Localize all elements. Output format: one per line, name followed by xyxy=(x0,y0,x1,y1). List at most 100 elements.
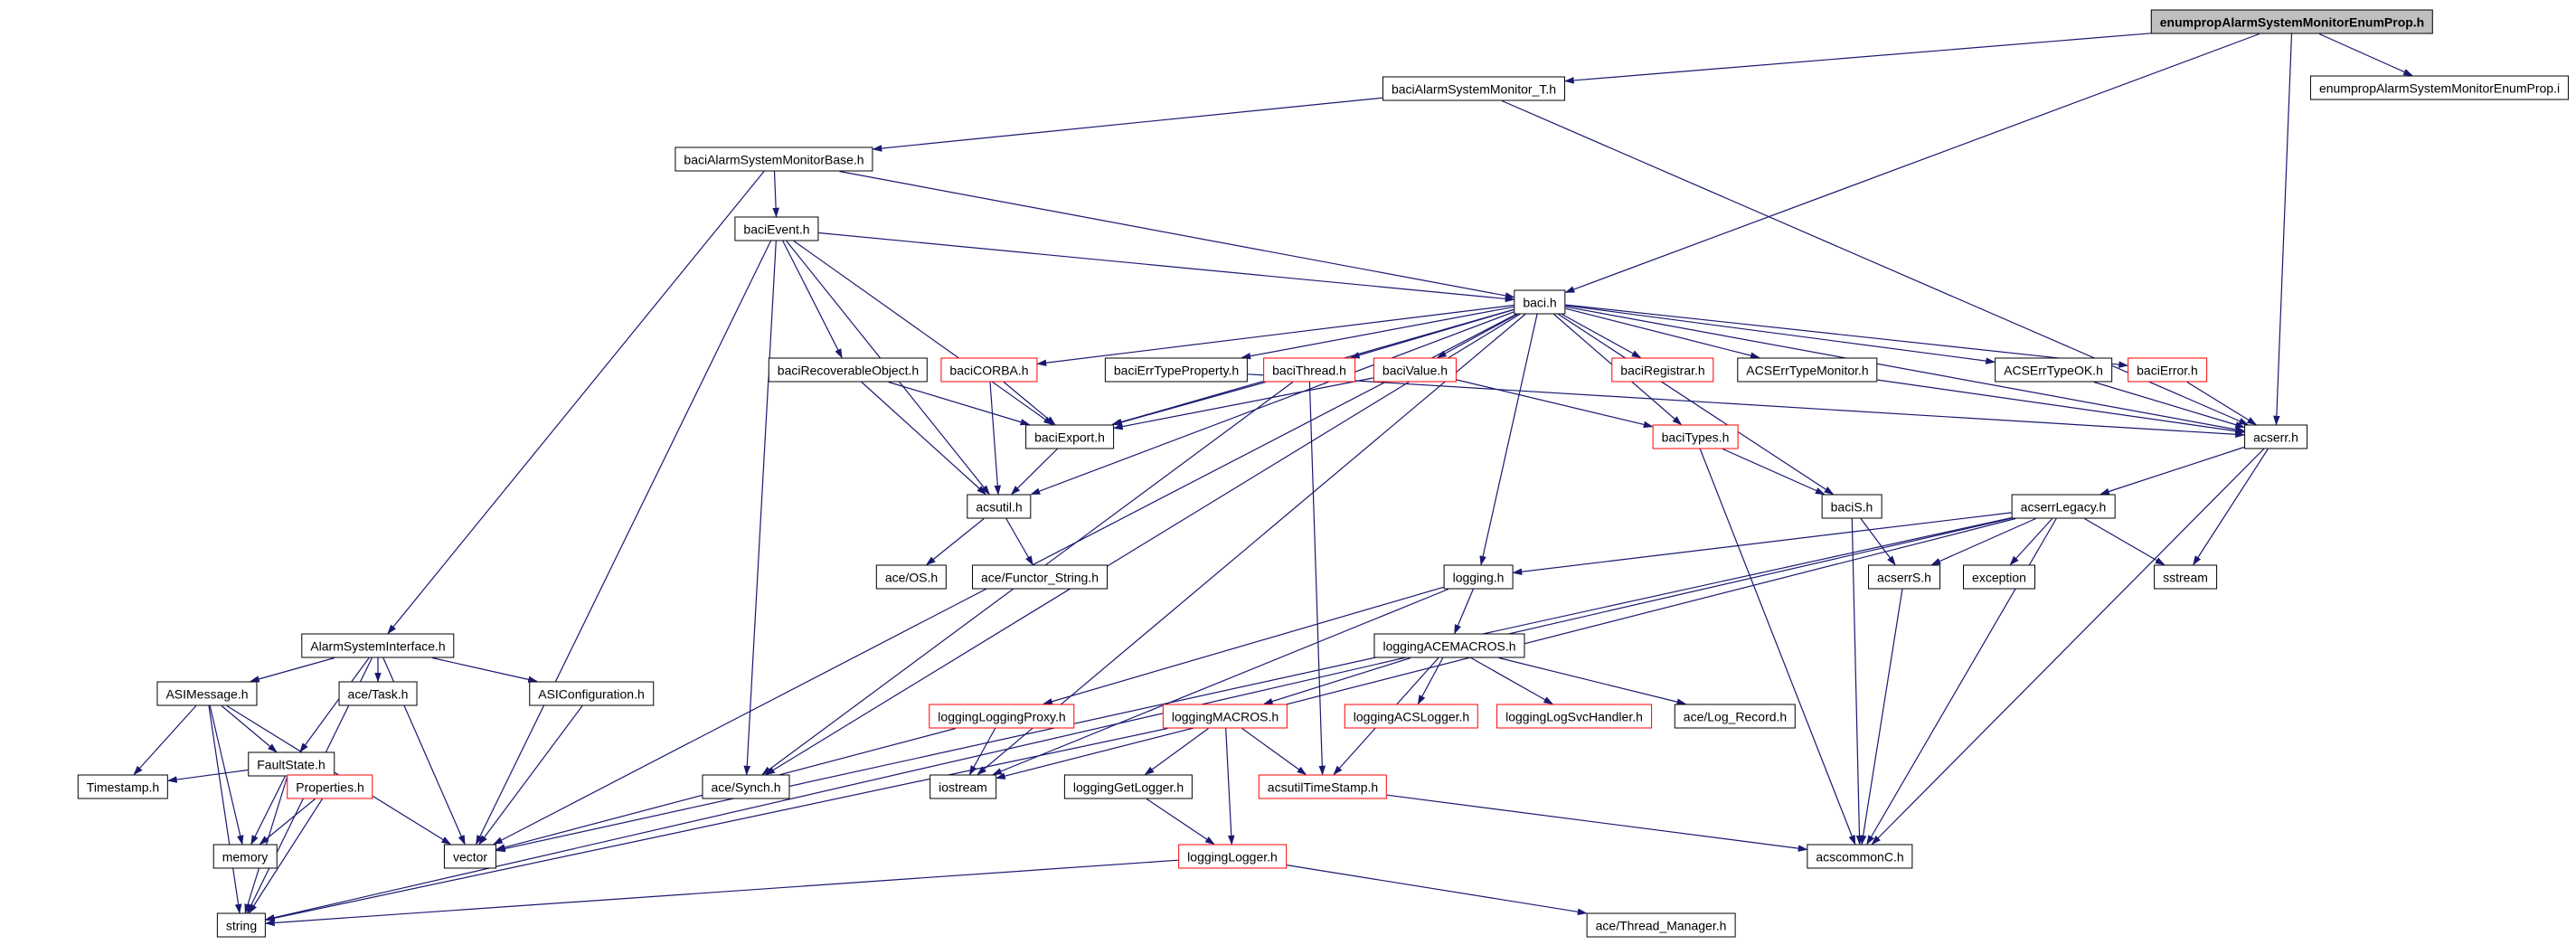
graph-node-ace-task-h[interactable]: ace/Task.h xyxy=(338,681,418,706)
include-edge-baci-recoverable-object-h-to-acsutil-h xyxy=(861,382,986,496)
include-edge-logging-logger-h-to-ace-thread-manager-h xyxy=(1286,865,1588,915)
graph-node-alarm-system-interface-h[interactable]: AlarmSystemInterface.h xyxy=(301,633,455,658)
include-edge-baci-event-h-to-baci-recoverable-object-h xyxy=(782,241,843,359)
include-edge-baci-h-to-baci-s-h xyxy=(1558,313,1835,496)
include-edge-acsutil-time-stamp-h-to-acscommon-c-h xyxy=(1386,794,1808,852)
graph-node-logging-h[interactable]: logging.h xyxy=(1443,564,1514,590)
include-edge-baci-h-to-acserr-type-ok-h xyxy=(1565,305,1996,364)
graph-node-baci-err-type-property-h[interactable]: baciErrTypeProperty.h xyxy=(1104,357,1249,383)
include-edge-acserr-s-h-to-acscommon-c-h xyxy=(1859,589,1903,846)
include-edge-logging-acemacros-h-to-ace-log-record-h xyxy=(1498,657,1687,705)
include-edge-baci-s-h-to-acserr-s-h xyxy=(1860,518,1896,566)
include-edge-acserr-legacy-h-to-acserr-s-h xyxy=(1930,517,2036,566)
include-edge-acserr-h-to-sstream xyxy=(2193,449,2269,566)
include-edge-asi-message-h-to-string xyxy=(208,705,242,914)
graph-node-baci-export-h[interactable]: baciExport.h xyxy=(1025,424,1114,449)
include-edge-acserr-h-to-acscommon-c-h xyxy=(1871,449,2265,846)
include-edge-logging-logging-proxy-h-to-iostream xyxy=(968,728,996,776)
include-edge-properties-h-to-memory xyxy=(259,799,316,846)
graph-node-baci-corba-h[interactable]: baciCORBA.h xyxy=(940,357,1038,383)
graph-node-logging-macros-h[interactable]: loggingMACROS.h xyxy=(1162,704,1288,729)
include-edge-logging-get-logger-h-to-logging-logger-h xyxy=(1146,799,1215,846)
include-edge-alarm-system-interface-h-to-asi-message-h xyxy=(250,657,335,683)
graph-node-ace-log-record-h[interactable]: ace/Log_Record.h xyxy=(1674,704,1797,729)
graph-node-monitor-base-h[interactable]: baciAlarmSystemMonitorBase.h xyxy=(675,146,873,172)
graph-node-baci-recoverable-object-h[interactable]: baciRecoverableObject.h xyxy=(768,357,929,383)
include-edge-asi-message-h-to-timestamp-h xyxy=(133,705,197,776)
graph-node-logging-log-svc-handler-h[interactable]: loggingLogSvcHandler.h xyxy=(1496,704,1652,729)
graph-node-acsutil-time-stamp-h[interactable]: acsutilTimeStamp.h xyxy=(1258,774,1388,799)
include-edge-baci-types-h-to-baci-s-h xyxy=(1722,448,1826,496)
graph-node-ace-thread-manager-h[interactable]: ace/Thread_Manager.h xyxy=(1586,912,1736,938)
graph-node-acserr-s-h[interactable]: acserrS.h xyxy=(1868,564,1940,590)
graph-node-baci-types-h[interactable]: baciTypes.h xyxy=(1652,424,1739,449)
include-edge-enumprop-h-to-baci-h xyxy=(1564,33,2260,293)
graph-node-monitor-t-h[interactable]: baciAlarmSystemMonitor_T.h xyxy=(1382,76,1566,101)
include-edge-baci-h-to-ace-synch-h xyxy=(765,313,1521,776)
graph-node-ace-os-h[interactable]: ace/OS.h xyxy=(875,564,948,590)
include-edge-baci-h-to-acserr-type-monitor-h xyxy=(1565,307,1760,359)
graph-node-asi-configuration-h[interactable]: ASIConfiguration.h xyxy=(529,681,654,706)
include-edge-fault-state-h-to-memory xyxy=(250,776,286,846)
graph-node-baci-thread-h[interactable]: baciThread.h xyxy=(1263,357,1355,383)
graph-node-baci-h[interactable]: baci.h xyxy=(1514,289,1566,315)
graph-node-acserr-type-ok-h[interactable]: ACSErrTypeOK.h xyxy=(1995,357,2112,383)
graph-node-asi-message-h[interactable]: ASIMessage.h xyxy=(156,681,258,706)
include-edge-monitor-t-h-to-monitor-base-h xyxy=(872,97,1383,152)
include-edge-acsutil-h-to-ace-functor-string-h xyxy=(1005,518,1033,566)
include-edge-alarm-system-interface-h-to-fault-state-h xyxy=(299,657,370,753)
graph-node-sstream[interactable]: sstream xyxy=(2154,564,2217,590)
include-edge-baci-corba-h-to-acsutil-h xyxy=(989,382,1002,496)
graph-node-baci-error-h[interactable]: baciError.h xyxy=(2128,357,2207,383)
graph-node-string[interactable]: string xyxy=(216,912,267,938)
include-edge-baci-h-to-logging-h xyxy=(1479,314,1538,566)
include-edge-baci-h-to-iostream xyxy=(977,314,1526,776)
graph-node-baci-registrar-h[interactable]: baciRegistrar.h xyxy=(1611,357,1714,383)
graph-node-baci-event-h[interactable]: baciEvent.h xyxy=(734,216,819,241)
graph-node-logging-acs-logger-h[interactable]: loggingACSLogger.h xyxy=(1344,704,1479,729)
graph-node-properties-h[interactable]: Properties.h xyxy=(287,774,373,799)
graph-node-acserr-type-monitor-h[interactable]: ACSErrTypeMonitor.h xyxy=(1737,357,1878,383)
include-edge-logging-macros-h-to-acsutil-time-stamp-h xyxy=(1241,728,1307,776)
include-edge-acserr-legacy-h-to-string xyxy=(264,517,2012,921)
include-edge-baci-thread-h-to-baci-export-h xyxy=(1112,381,1266,426)
include-edge-baci-h-to-acsutil-h xyxy=(1030,311,1514,496)
graph-node-acserr-h[interactable]: acserr.h xyxy=(2244,424,2307,449)
include-edge-baci-h-to-acserr-h xyxy=(1565,306,2246,433)
include-edge-logging-acemacros-h-to-logging-log-svc-handler-h xyxy=(1470,657,1554,705)
graph-node-logging-get-logger-h[interactable]: loggingGetLogger.h xyxy=(1063,774,1194,799)
graph-node-acsutil-h[interactable]: acsutil.h xyxy=(967,494,1032,519)
include-edge-logging-macros-h-to-string xyxy=(264,727,1168,921)
include-edge-acserr-legacy-h-to-sstream xyxy=(2084,517,2166,566)
graph-node-fault-state-h[interactable]: FaultState.h xyxy=(248,751,335,777)
graph-node-vector[interactable]: vector xyxy=(443,844,497,869)
graph-node-timestamp-h[interactable]: Timestamp.h xyxy=(77,774,169,799)
graph-node-acscommon-c-h[interactable]: acscommonC.h xyxy=(1807,844,1913,869)
graph-node-logging-logger-h[interactable]: loggingLogger.h xyxy=(1178,844,1287,869)
graph-node-exception[interactable]: exception xyxy=(1963,564,2035,590)
graph-node-enumprop-i[interactable]: enumpropAlarmSystemMonitorEnumProp.i xyxy=(2309,75,2570,100)
include-edge-fault-state-h-to-timestamp-h xyxy=(166,769,249,783)
include-edge-logging-h-to-iostream xyxy=(992,588,1449,776)
include-edge-baci-error-h-to-acserr-h xyxy=(2186,381,2258,426)
include-edge-baci-recoverable-object-h-to-baci-export-h xyxy=(888,381,1031,426)
graph-node-memory[interactable]: memory xyxy=(212,844,278,869)
include-edge-acserr-legacy-h-to-vector xyxy=(495,517,2012,853)
graph-node-acserr-legacy-h[interactable]: acserrLegacy.h xyxy=(2011,494,2116,519)
graph-node-enumprop-h: enumpropAlarmSystemMonitorEnumProp.h xyxy=(2150,9,2434,34)
include-edge-enumprop-h-to-monitor-t-h xyxy=(1563,33,2152,84)
include-edge-monitor-base-h-to-baci-event-h xyxy=(772,171,779,218)
graph-node-logging-logging-proxy-h[interactable]: loggingLoggingProxy.h xyxy=(929,704,1075,729)
graph-node-logging-acemacros-h[interactable]: loggingACEMACROS.h xyxy=(1373,633,1525,658)
include-edge-acserr-legacy-h-to-logging-h xyxy=(1512,512,2012,575)
graph-node-baci-value-h[interactable]: baciValue.h xyxy=(1373,357,1458,383)
include-edge-baci-thread-h-to-acsutil-time-stamp-h xyxy=(1308,382,1326,776)
include-edge-monitor-base-h-to-baci-h xyxy=(839,170,1515,299)
include-edge-logging-logger-h-to-string xyxy=(264,859,1179,927)
graph-node-iostream[interactable]: iostream xyxy=(929,774,996,799)
graph-node-ace-functor-string-h[interactable]: ace/Functor_String.h xyxy=(972,564,1108,590)
graph-node-baci-s-h[interactable]: baciS.h xyxy=(1821,494,1882,519)
include-edge-baci-event-h-to-baci-export-h xyxy=(793,241,1053,426)
include-edge-acserr-type-monitor-h-to-acserr-h xyxy=(1877,379,2246,435)
graph-node-ace-synch-h[interactable]: ace/Synch.h xyxy=(702,774,790,799)
